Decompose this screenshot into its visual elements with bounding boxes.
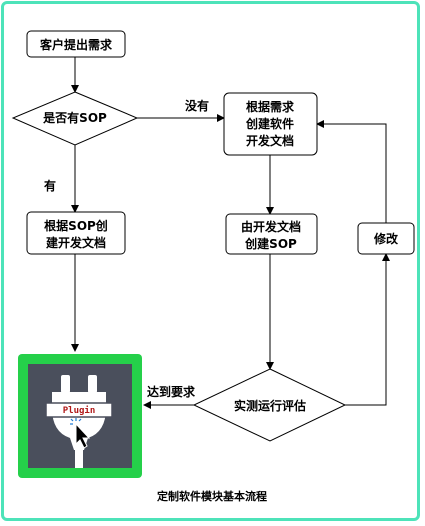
arrow-modify-to-requirement — [316, 120, 387, 223]
start-node-label: 客户提出需求 — [39, 37, 113, 52]
create-sop-line-1: 由开发文档 — [241, 219, 301, 234]
plugin-icon: Plugin — [18, 354, 142, 478]
plugin-label: Plugin — [63, 405, 96, 416]
create-from-requirement-line-1: 根据需求 — [246, 99, 295, 114]
create-from-sop-line-2: 建开发文档 — [45, 235, 106, 250]
arrow-evaluate-to-modify — [345, 253, 390, 406]
create-sop-line-2: 创建SOP — [244, 236, 297, 251]
create-from-requirement-line-3: 开发文档 — [246, 133, 294, 148]
create-from-requirement-node: 根据需求 创建软件 开发文档 — [223, 92, 318, 156]
modify-node: 修改 — [357, 222, 415, 255]
edge-no-label: 没有 — [185, 98, 209, 113]
create-from-requirement-line-2: 创建软件 — [245, 116, 294, 131]
decision-sop-label: 是否有SOP — [42, 110, 107, 125]
create-sop-node: 由开发文档 创建SOP — [225, 213, 318, 255]
evaluate-node: 实测运行评估 — [192, 368, 347, 442]
diagram-caption: 定制软件模块基本流程 — [157, 489, 267, 503]
modify-label: 修改 — [373, 231, 399, 246]
edge-meets-label: 达到要求 — [147, 384, 196, 399]
cursor-icon — [70, 418, 91, 449]
create-from-sop-line-1: 根据SOP创 — [44, 218, 108, 233]
evaluate-label: 实测运行评估 — [234, 398, 306, 413]
edge-yes-label: 有 — [44, 178, 56, 193]
decision-sop-node: 是否有SOP — [11, 91, 139, 146]
connectors — [71, 57, 390, 409]
create-from-sop-node: 根据SOP创 建开发文档 — [26, 211, 126, 255]
start-node: 客户提出需求 — [26, 30, 126, 58]
